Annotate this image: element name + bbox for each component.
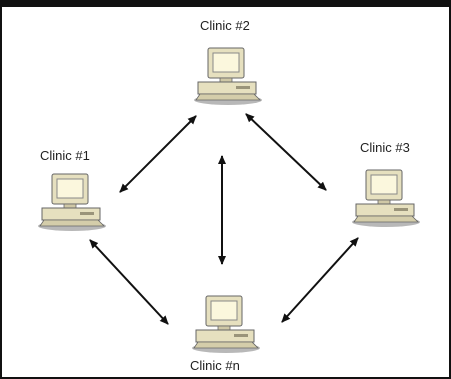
edge-clinic1-clinic2 bbox=[119, 115, 197, 193]
computer-icon bbox=[351, 169, 421, 228]
edge-clinic3-clinicn bbox=[281, 237, 359, 323]
node-clinic-3: Clinic #3 bbox=[351, 140, 421, 228]
computer-icon bbox=[37, 173, 107, 232]
edge-clinic2-clinic3 bbox=[245, 113, 327, 191]
computer-icon bbox=[193, 47, 263, 106]
node-label: Clinic #3 bbox=[360, 140, 410, 155]
node-clinic-1: Clinic #1 bbox=[37, 148, 107, 232]
node-label: Clinic #1 bbox=[40, 148, 90, 163]
node-label: Clinic #n bbox=[190, 358, 240, 373]
computer-icon bbox=[191, 295, 261, 354]
node-clinic-2: Clinic #2 bbox=[193, 18, 263, 106]
node-label: Clinic #2 bbox=[200, 18, 250, 33]
node-clinic-n: Clinic #n bbox=[190, 295, 261, 373]
edge-clinic1-clinicn bbox=[89, 239, 169, 325]
